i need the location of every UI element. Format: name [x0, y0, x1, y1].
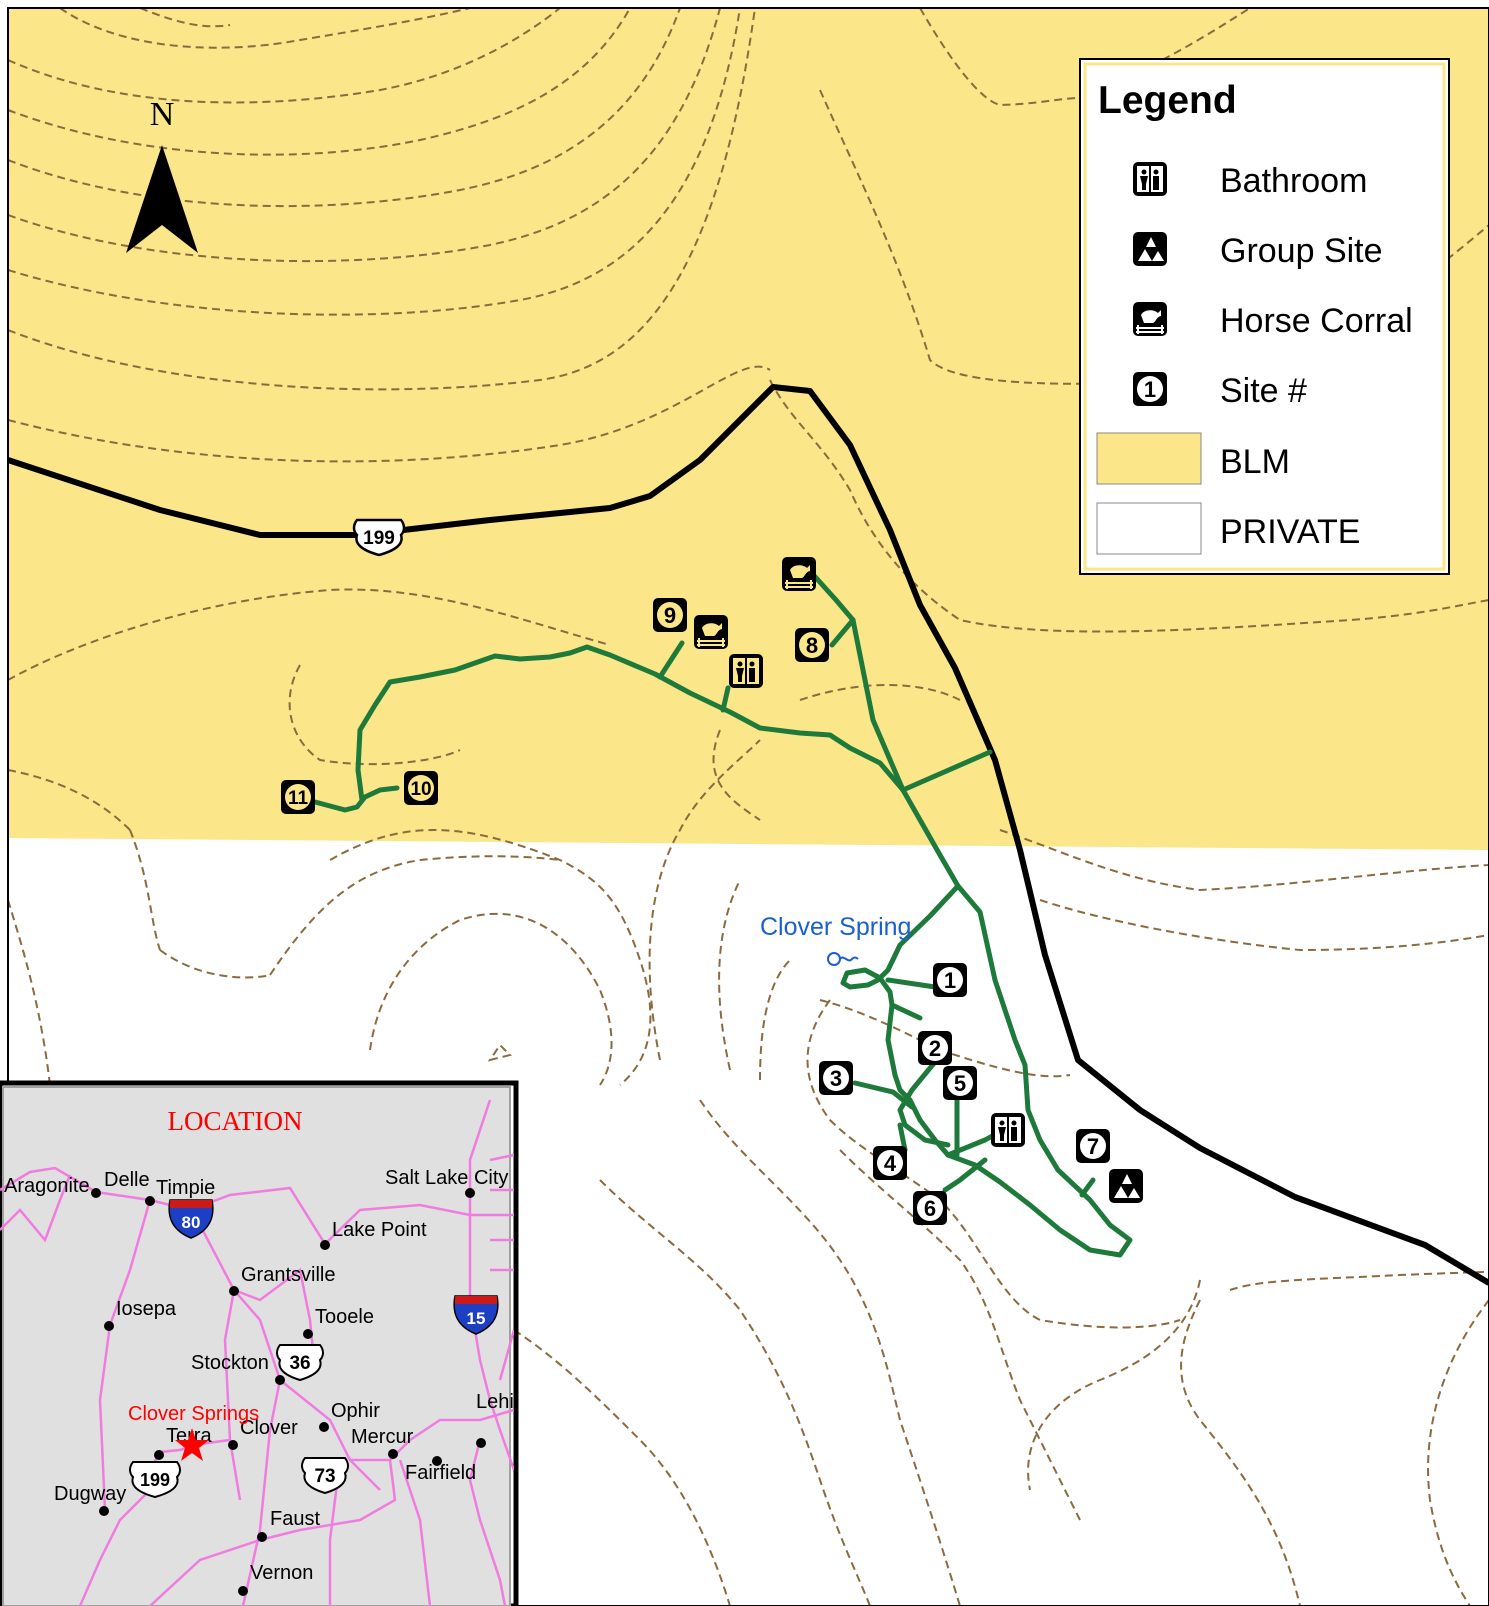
town-label: Fairfield	[405, 1462, 476, 1484]
site-number-icon: 1	[1133, 372, 1167, 406]
town-label: Lehi	[476, 1391, 514, 1413]
svg-text:9: 9	[664, 603, 676, 628]
site-marker-4[interactable]: 4	[873, 1146, 907, 1180]
clover-springs-label: Clover Springs	[128, 1403, 259, 1425]
site-marker-5[interactable]: 5	[943, 1066, 977, 1100]
legend-title: Legend	[1098, 79, 1237, 122]
clover-springs-star-icon	[175, 1428, 209, 1461]
us-73-shield: 73	[301, 1457, 349, 1495]
interstate-80-shield: 80	[168, 1199, 214, 1239]
legend-label-private: PRIVATE	[1220, 513, 1360, 551]
svg-text:199: 199	[140, 1470, 170, 1490]
inset-roads	[0, 1099, 514, 1606]
us-36-shield: 36	[276, 1344, 324, 1382]
us-199-shield: 199	[352, 518, 406, 557]
map-frame	[7, 7, 1489, 1606]
svg-text:4: 4	[884, 1151, 897, 1176]
site-marker-11[interactable]: 11	[281, 780, 315, 814]
north-arrow: N	[126, 96, 198, 253]
group-site-icon	[1133, 232, 1167, 266]
bathroom-icon[interactable]	[729, 654, 763, 688]
horse-corral-icon[interactable]	[694, 615, 728, 649]
legend-label-site: Site #	[1220, 372, 1307, 410]
legend: Legend Bathroom Group Site Horse Corral …	[1079, 58, 1450, 575]
town-label: Ophir	[331, 1400, 380, 1422]
site-marker-6[interactable]: 6	[913, 1191, 947, 1225]
town-label: Grantsville	[241, 1264, 335, 1286]
legend-label-group-site: Group Site	[1220, 232, 1383, 270]
svg-text:6: 6	[924, 1196, 936, 1221]
site-marker-3[interactable]: 3	[819, 1061, 853, 1095]
town-label: Mercur	[351, 1426, 414, 1448]
legend-label-horse-corral: Horse Corral	[1220, 302, 1413, 340]
svg-text:1: 1	[944, 968, 956, 993]
us-199-inset-shield: 199	[129, 1461, 181, 1499]
site-marker-1[interactable]: 1	[933, 963, 967, 997]
north-label: N	[150, 96, 175, 133]
clover-spring-label: Clover Spring	[760, 913, 911, 941]
svg-text:36: 36	[289, 1353, 310, 1374]
site-marker-2[interactable]: 2	[918, 1031, 952, 1065]
campground-trails	[312, 557, 1133, 1258]
town-label: Delle	[104, 1169, 150, 1191]
svg-text:8: 8	[806, 633, 818, 658]
svg-text:73: 73	[314, 1466, 335, 1487]
svg-text:80: 80	[182, 1213, 201, 1232]
town-label: Vernon	[250, 1562, 313, 1584]
horse-corral-icon	[1133, 302, 1167, 336]
town-label: Timpie	[156, 1177, 215, 1199]
svg-text:3: 3	[830, 1066, 842, 1091]
svg-text:5: 5	[954, 1071, 966, 1096]
town-label: Iosepa	[116, 1298, 177, 1320]
inset-title: LOCATION	[168, 1106, 303, 1136]
town-label: Dugway	[54, 1483, 126, 1505]
legend-label-bathroom: Bathroom	[1220, 162, 1367, 200]
svg-text:11: 11	[288, 788, 309, 809]
bathroom-icon[interactable]	[991, 1113, 1025, 1147]
inset-towns: Aragonite Delle Timpie Salt Lake City La…	[4, 1167, 514, 1596]
svg-text:15: 15	[467, 1309, 486, 1328]
location-inset: LOCATION Aragonite Delle Timpie S	[0, 1080, 519, 1606]
legend-label-blm: BLM	[1220, 443, 1290, 481]
town-label: Aragonite	[4, 1175, 90, 1197]
town-label: Lake Point	[332, 1219, 427, 1241]
horse-corral-icon[interactable]	[782, 557, 816, 591]
site-marker-7[interactable]: 7	[1076, 1129, 1110, 1163]
site-markers: 1 2 3 4 5 6 7 8 9 10	[281, 598, 1110, 1225]
highway-199-road	[7, 384, 1489, 1286]
town-label: Salt Lake City	[385, 1167, 508, 1189]
town-label: Stockton	[191, 1352, 269, 1374]
interstate-15-shield: 15	[453, 1295, 499, 1335]
svg-text:10: 10	[410, 779, 431, 800]
town-label: Clover	[240, 1417, 298, 1439]
svg-text:2: 2	[929, 1036, 941, 1061]
svg-text:7: 7	[1087, 1134, 1099, 1159]
spring-icon	[827, 952, 859, 966]
town-label: Tooele	[315, 1306, 374, 1328]
legend-swatch-blm	[1096, 432, 1202, 485]
bathroom-icon	[1133, 162, 1167, 196]
town-label: Faust	[270, 1508, 320, 1530]
site-marker-8[interactable]: 8	[795, 628, 829, 662]
site-marker-10[interactable]: 10	[404, 771, 438, 805]
site-marker-9[interactable]: 9	[653, 598, 687, 632]
legend-swatch-private	[1096, 502, 1202, 555]
svg-text:1: 1	[1144, 377, 1156, 402]
group-site-icon[interactable]	[1109, 1169, 1143, 1203]
highway-shield-label: 199	[363, 528, 395, 549]
